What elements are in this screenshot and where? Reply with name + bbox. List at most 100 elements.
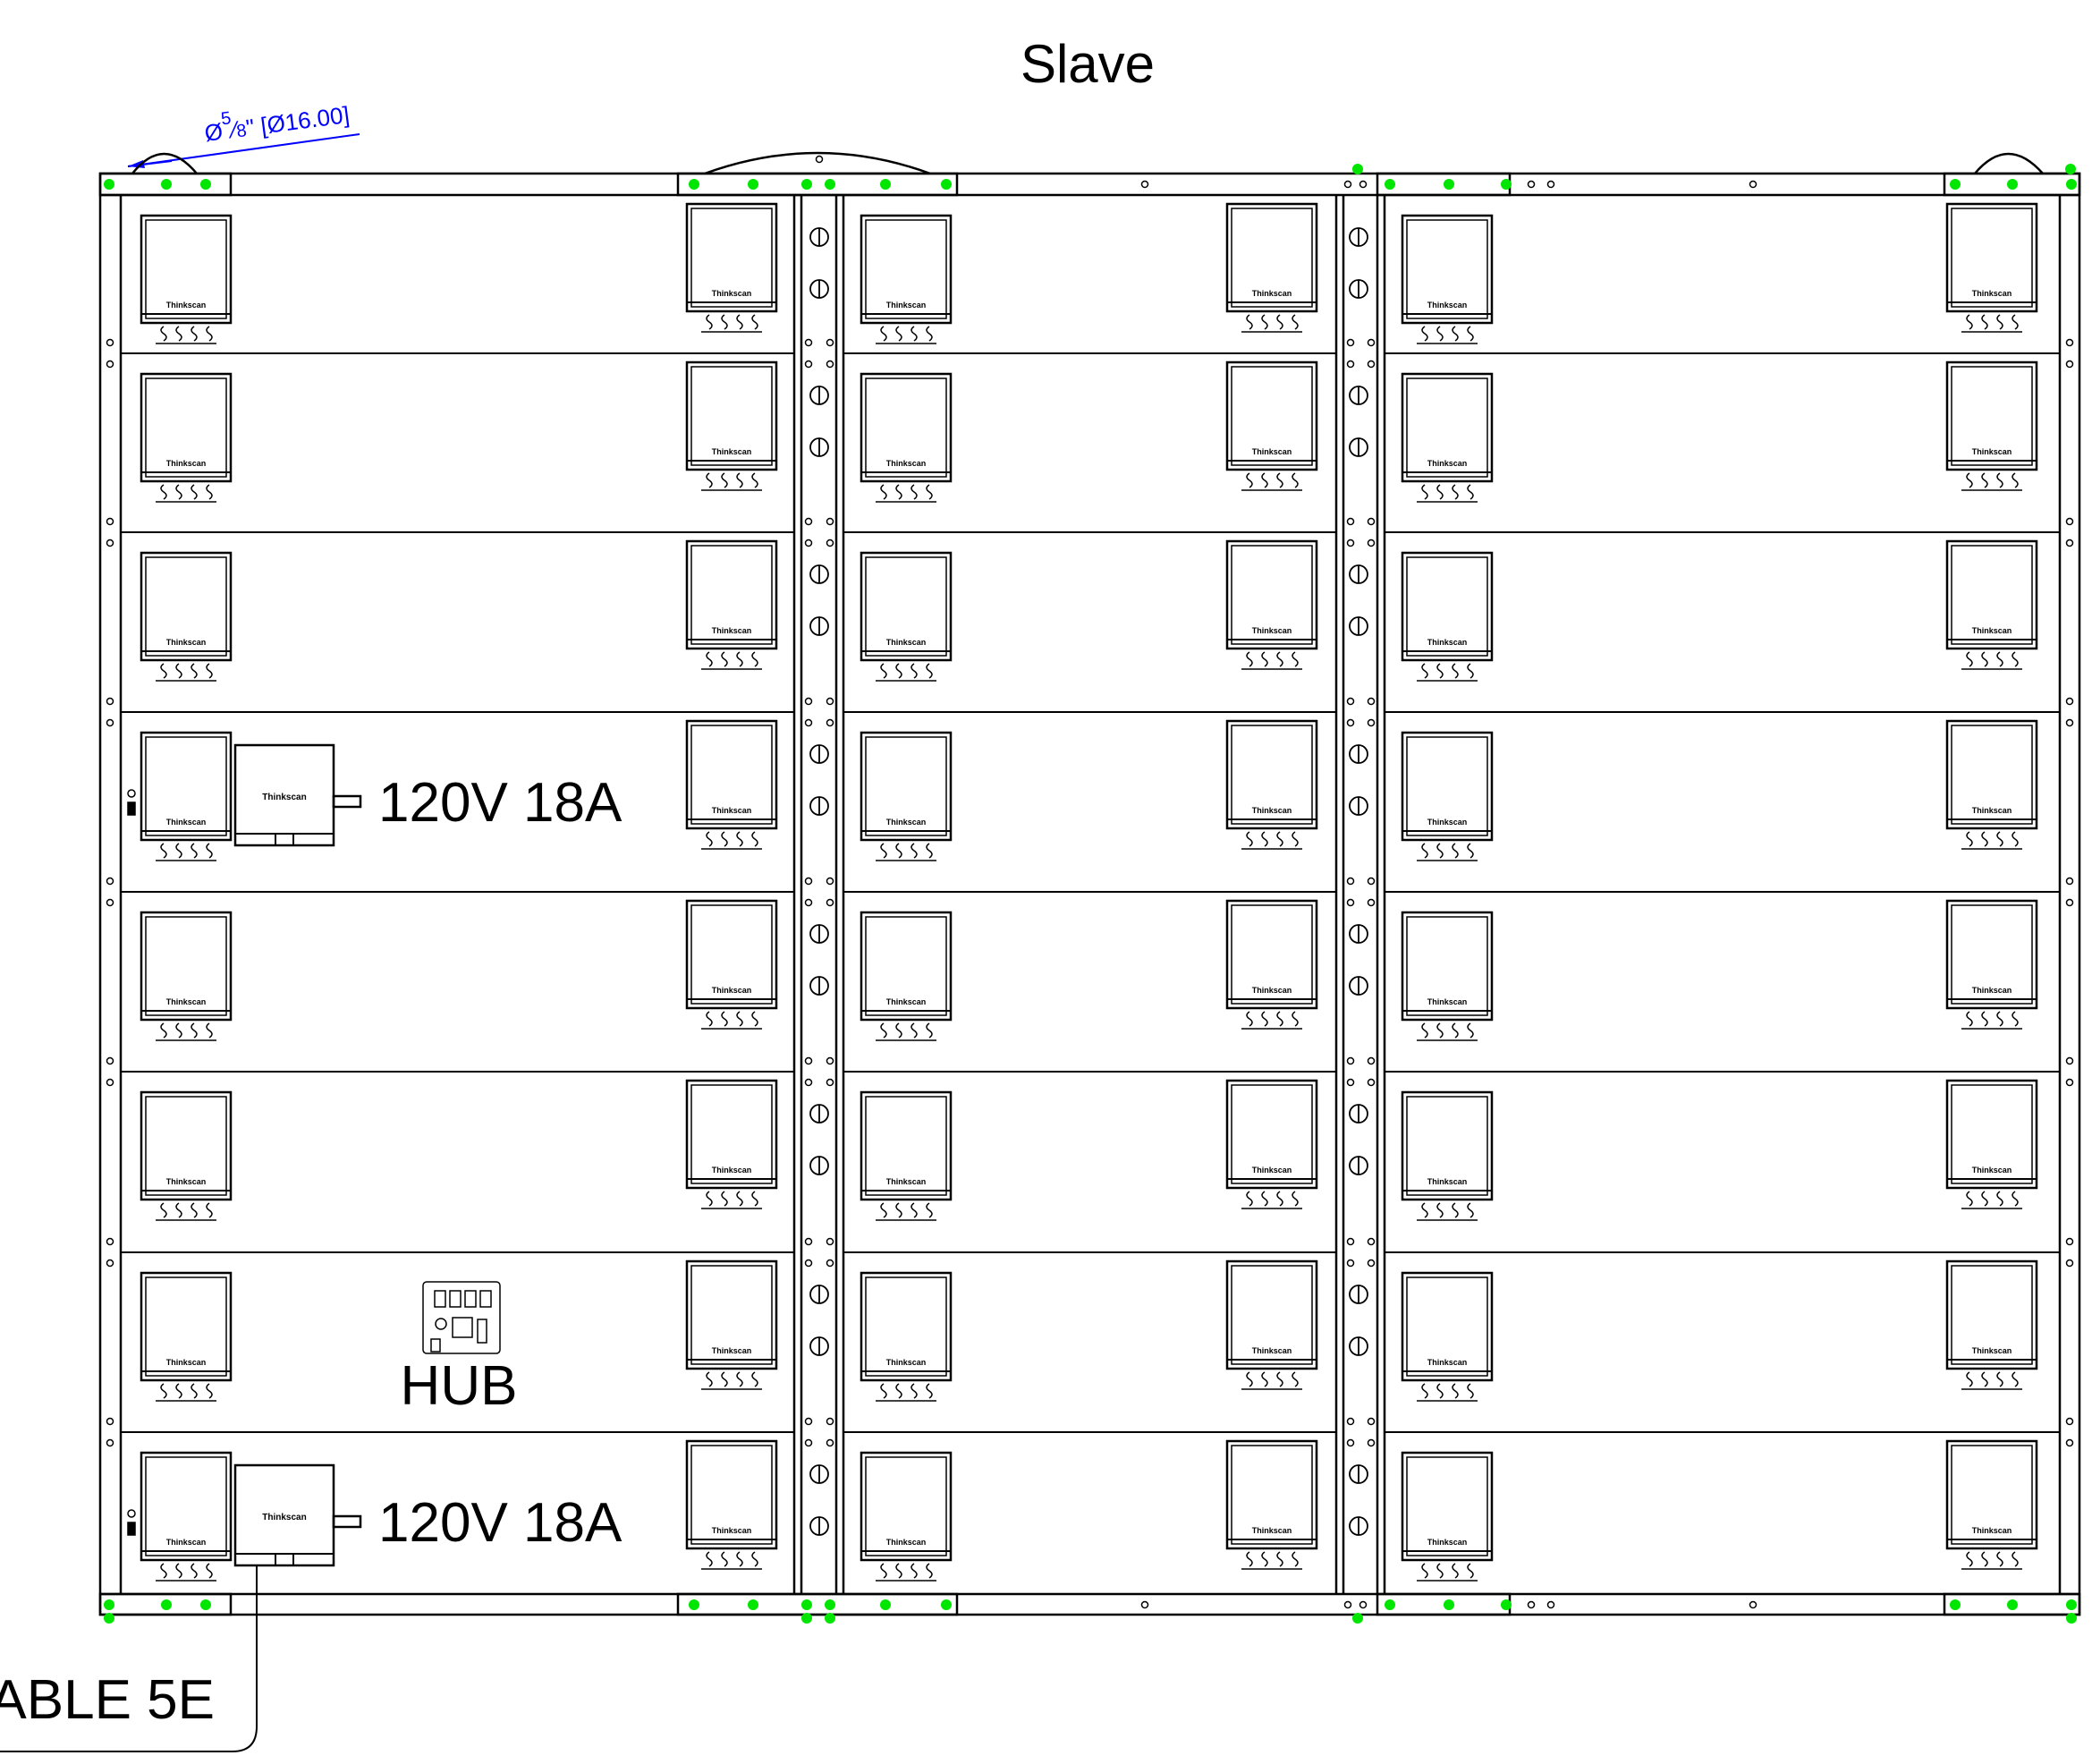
vent-icon bbox=[926, 1563, 933, 1579]
module-frame bbox=[140, 214, 233, 325]
module-brand: Thinkscan bbox=[1972, 806, 2012, 815]
alignment-dot-icon bbox=[748, 1599, 758, 1610]
vent-icon bbox=[1436, 1563, 1444, 1579]
vent-icon bbox=[1452, 1022, 1459, 1039]
vent-icon bbox=[926, 663, 933, 679]
alignment-dot-icon bbox=[941, 179, 952, 190]
module-inner-frame bbox=[1406, 1096, 1488, 1196]
led-module-icon: Thinkscan bbox=[1945, 539, 2038, 670]
module-brand: Thinkscan bbox=[166, 1538, 207, 1547]
module-inner-frame bbox=[865, 1456, 947, 1556]
module-inner-frame bbox=[1951, 1084, 2033, 1184]
led-module-icon: Thinkscan bbox=[1945, 202, 2038, 333]
vent-icon bbox=[175, 1202, 182, 1218]
mounting-hole bbox=[826, 1056, 834, 1065]
mounting-hole bbox=[106, 898, 114, 907]
vent-icon bbox=[175, 1563, 182, 1579]
vent-icon bbox=[206, 663, 213, 679]
mounting-hole bbox=[1346, 718, 1355, 727]
alignment-dot-icon bbox=[1444, 179, 1454, 190]
hub-port bbox=[430, 1338, 441, 1353]
vent-icon bbox=[1996, 314, 2003, 330]
vent-icon bbox=[751, 831, 758, 847]
vent-icon bbox=[880, 663, 887, 679]
vent-icon bbox=[1276, 651, 1283, 667]
mounting-hole bbox=[1346, 1417, 1355, 1426]
bolt-icon bbox=[1349, 437, 1368, 457]
vent-icon bbox=[2012, 314, 2019, 330]
vent-icon bbox=[2012, 1551, 2019, 1567]
bolt-icon bbox=[1349, 616, 1368, 636]
mounting-hole bbox=[1346, 1056, 1355, 1065]
mounting-hole bbox=[826, 1078, 834, 1087]
mounting-hole bbox=[2065, 877, 2074, 886]
bolt-icon bbox=[809, 616, 829, 636]
module-brand: Thinkscan bbox=[712, 1166, 752, 1175]
led-module-icon: Thinkscan bbox=[140, 1451, 233, 1582]
vent-icon bbox=[160, 1563, 167, 1579]
led-module-icon: Thinkscan bbox=[1401, 372, 1494, 503]
vent-icon bbox=[191, 326, 198, 342]
alignment-dot-icon bbox=[801, 1613, 812, 1624]
vent-icon bbox=[1436, 1202, 1444, 1218]
vent-icon bbox=[926, 1022, 933, 1039]
alignment-dot-icon bbox=[825, 1613, 835, 1624]
vent-icon bbox=[880, 843, 887, 859]
side-connector-top bbox=[127, 789, 136, 816]
module-frame bbox=[1401, 214, 1494, 325]
module-brand: Thinkscan bbox=[712, 289, 752, 298]
bolt-icon bbox=[1349, 1104, 1368, 1124]
module-inner-frame bbox=[1406, 377, 1488, 478]
module-brand: Thinkscan bbox=[166, 818, 207, 827]
module-frame bbox=[1401, 551, 1494, 662]
vent-icon bbox=[910, 663, 918, 679]
bolt-columns bbox=[809, 227, 1368, 1536]
module-frame bbox=[1945, 719, 2038, 830]
vent-icon bbox=[1421, 326, 1428, 342]
vent-icon bbox=[1261, 314, 1268, 330]
vent-icon bbox=[880, 484, 887, 500]
alignment-dot-icon bbox=[880, 1599, 891, 1610]
alignment-dot-icon bbox=[200, 1599, 211, 1610]
vent-icon bbox=[751, 472, 758, 488]
mounting-hole bbox=[1346, 517, 1355, 526]
bolt-icon bbox=[809, 1516, 829, 1536]
mounting-hole bbox=[826, 1259, 834, 1268]
vent-icon bbox=[191, 663, 198, 679]
module-inner-frame bbox=[1951, 366, 2033, 466]
mounting-hole bbox=[804, 898, 813, 907]
bolt-icon bbox=[1349, 1464, 1368, 1484]
module-inner-frame bbox=[145, 377, 227, 478]
led-modules: ThinkscanThinkscanThinkscanThinkscanThin… bbox=[140, 202, 2038, 1582]
power-supply-plug bbox=[332, 794, 362, 809]
module-inner-frame bbox=[1951, 725, 2033, 825]
module-brand: Thinkscan bbox=[1427, 997, 1468, 1006]
vent-icon bbox=[1261, 1371, 1268, 1387]
vent-icon bbox=[160, 484, 167, 500]
vent-icon bbox=[1436, 1022, 1444, 1039]
vent-icon bbox=[880, 1202, 887, 1218]
led-module-icon: Thinkscan bbox=[1225, 1439, 1318, 1570]
mounting-hole bbox=[826, 1237, 834, 1246]
mounting-hole bbox=[1546, 1600, 1555, 1609]
alignment-dot-icon bbox=[2066, 1599, 2077, 1610]
module-inner-frame bbox=[1951, 904, 2033, 1005]
module-inner-frame bbox=[1951, 545, 2033, 645]
module-frame bbox=[1401, 372, 1494, 483]
alignment-dot-icon bbox=[1501, 1599, 1512, 1610]
mounting-hole bbox=[826, 877, 834, 886]
module-frame bbox=[1401, 1090, 1494, 1201]
power-label-bottom: 120V 18A bbox=[378, 1492, 623, 1554]
vent-icon bbox=[910, 326, 918, 342]
vent-icon bbox=[206, 1202, 213, 1218]
led-module-icon: Thinkscan bbox=[1945, 1259, 2038, 1390]
bolt-icon bbox=[809, 1156, 829, 1175]
vent-icon bbox=[191, 1563, 198, 1579]
vent-icon bbox=[751, 314, 758, 330]
module-frame bbox=[860, 214, 953, 325]
module-brand: Thinkscan bbox=[886, 1538, 927, 1547]
module-inner-frame bbox=[1951, 1265, 2033, 1365]
mounting-hole bbox=[826, 338, 834, 347]
mounting-hole bbox=[2065, 697, 2074, 706]
module-brand: Thinkscan bbox=[1972, 626, 2012, 635]
